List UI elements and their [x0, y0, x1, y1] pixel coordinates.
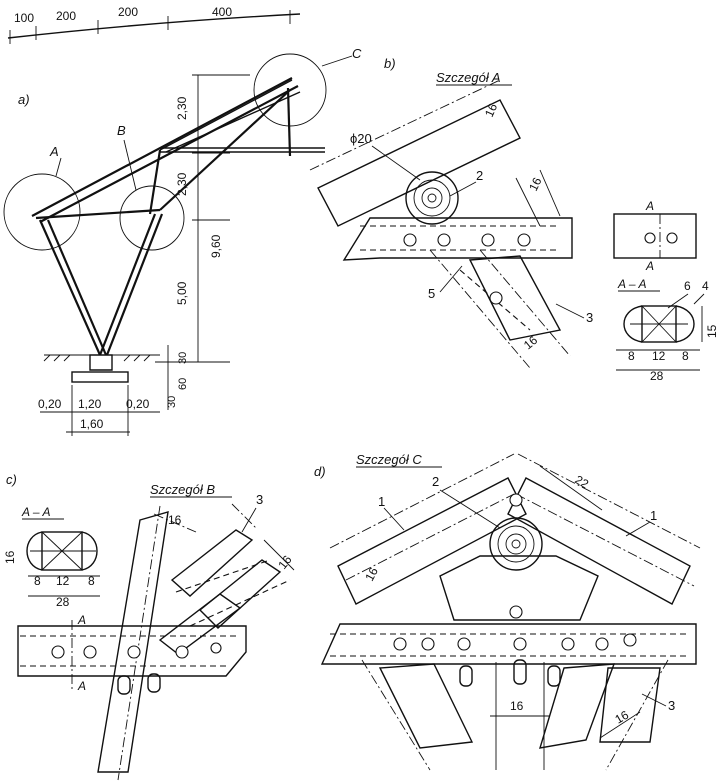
part-c-label: c): [6, 472, 17, 487]
gusset-plate-a: [342, 217, 573, 261]
callout-d-1-right: 1: [650, 508, 657, 523]
dim-c-8-right: 8: [88, 574, 95, 588]
callout-c-3: 3: [256, 492, 263, 507]
dim-9-60: 9,60: [209, 234, 223, 258]
dim-b-8-left: 8: [628, 349, 635, 363]
scale-label-200a: 200: [56, 9, 76, 23]
dim-b-15: 15: [705, 324, 719, 338]
dim-c-16-top: 16: [168, 513, 182, 527]
callout-d-2: 2: [432, 474, 439, 489]
dim-c-28: 28: [56, 595, 70, 609]
section-a-bottom: A: [645, 259, 654, 273]
dim-30-a: 30: [177, 352, 189, 364]
dim-d-16-left: 16: [362, 565, 381, 584]
plate-section-view: [613, 213, 697, 259]
circle-label-C: C: [352, 46, 362, 61]
section-aa-label-c: A – A: [21, 505, 50, 519]
circle-label-B: B: [117, 123, 126, 138]
detail-circle-B: [119, 185, 185, 251]
detail-a-title: Szczegół A: [436, 70, 501, 85]
detail-circle-A: [3, 173, 81, 251]
section-aa-label-b: A – A: [617, 277, 646, 291]
dim-c-8-left: 8: [34, 574, 41, 588]
rafter-right: [507, 477, 691, 605]
dim-b-16-low: 16: [521, 333, 540, 353]
part-d-label: d): [314, 464, 326, 479]
section-c-a-bottom: A: [77, 679, 86, 693]
part-a-label: a): [18, 92, 30, 107]
dim-b-28: 28: [650, 369, 664, 383]
diagonal-member-a: [468, 255, 562, 341]
callout-b-5: 5: [428, 286, 435, 301]
dim-2-30-upper: 2,30: [175, 96, 189, 120]
circle-label-A: A: [49, 144, 59, 159]
scale-label-200b: 200: [118, 5, 138, 19]
dim-b-12: 12: [652, 349, 666, 363]
dim-d-22: 22: [573, 472, 592, 491]
detail-a: b) Szczegół A 16 ϕ20 2 16 16 5: [309, 56, 719, 383]
callout-b-3: 3: [586, 310, 593, 325]
leg-member-b: [97, 511, 169, 773]
part-b-label: b): [384, 56, 396, 71]
foundation: [71, 371, 129, 383]
section-a-top: A: [645, 199, 654, 213]
dim-d-16-right: 16: [613, 708, 632, 727]
dim-b-16-mid: 16: [526, 175, 545, 193]
tie-plate-c: [320, 623, 697, 665]
dim-5-00: 5,00: [175, 281, 189, 305]
callout-d-3: 3: [668, 698, 675, 713]
scale-bar: 100 200 200 400: [7, 5, 301, 44]
callout-b-2: 2: [476, 168, 483, 183]
callout-b-4: 4: [702, 279, 709, 293]
dim-30-b: 30: [166, 396, 178, 408]
dim-1-20: 1,20: [78, 397, 102, 411]
gusset-plate-c: [439, 555, 599, 621]
dim-0-20-right: 0,20: [126, 397, 150, 411]
scale-label-100: 100: [14, 11, 34, 25]
section-c-a-top: A: [77, 613, 86, 627]
dim-b-8-right: 8: [682, 349, 689, 363]
truss-overview: a) A B C: [3, 46, 362, 436]
scale-label-400: 400: [212, 5, 232, 19]
chord-plate-b: [17, 625, 247, 677]
detail-c-title: Szczegół C: [356, 452, 422, 467]
dim-phi20: ϕ20: [350, 131, 372, 146]
dim-2-30-lower: 2,30: [175, 172, 189, 196]
dim-c-16-height: 16: [3, 550, 17, 564]
callout-b-6: 6: [684, 279, 691, 293]
detail-b-title: Szczegół B: [150, 482, 215, 497]
chord-beam-a: [317, 99, 521, 227]
detail-b: c) Szczegół B A – A 16 8 12 8 28 16 16 3: [3, 472, 295, 781]
rafter-left: [337, 477, 527, 605]
dim-60: 60: [177, 378, 189, 390]
dim-1-60: 1,60: [80, 417, 104, 431]
dim-b-16-top: 16: [482, 101, 500, 119]
callout-d-1-left: 1: [378, 494, 385, 509]
pin-circle-c: [489, 517, 543, 571]
dim-0-20-left: 0,20: [38, 397, 62, 411]
detail-c: d) Szczegół C 22 16 1 1 2: [314, 452, 701, 771]
dim-c-12: 12: [56, 574, 70, 588]
pin-circle-a: [405, 171, 459, 225]
dim-d-16-bottom: 16: [510, 699, 524, 713]
dim-c-16-side: 16: [275, 552, 294, 571]
